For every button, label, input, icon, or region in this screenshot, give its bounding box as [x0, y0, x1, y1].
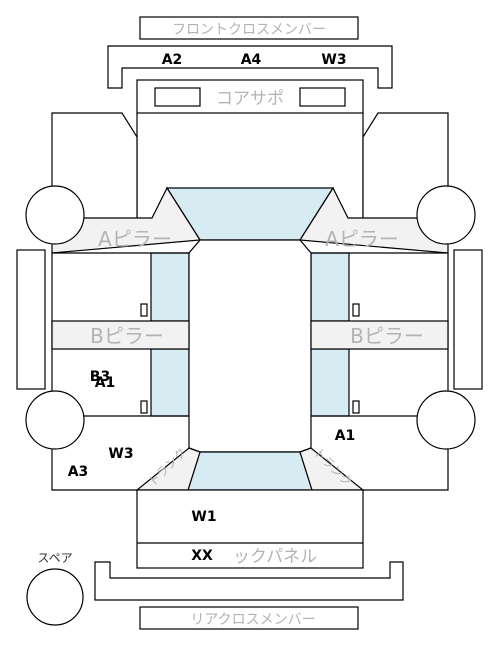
rear-left-mark-b3: B3	[90, 369, 110, 385]
back-mark-xx: XX	[191, 548, 213, 564]
roof	[188, 239, 312, 453]
core-support-label: コアサポ	[216, 89, 284, 109]
right-front-door-handle	[352, 303, 360, 317]
rear-right-wheel	[416, 390, 476, 450]
b-pillar-left-label: Bピラー	[90, 324, 164, 348]
right-door-glass-rear	[310, 348, 350, 417]
front-right-wheel	[416, 185, 476, 245]
a-pillar-right-band	[298, 186, 449, 254]
b-pillar-right-label: Bピラー	[350, 324, 424, 348]
rear-window	[187, 451, 313, 491]
rear-cross-member-bracket	[94, 561, 404, 601]
rear-left-mark-a1: A1	[95, 375, 116, 391]
b-pillar-right-band	[310, 320, 449, 350]
a-pillar-left-band	[51, 186, 202, 254]
rear-right-mark-a1: A1	[335, 428, 356, 444]
front-mark-w3: W3	[321, 52, 346, 68]
front-cross-member-box	[139, 16, 359, 40]
spare-wheel	[26, 568, 84, 626]
rear-cross-member-box	[139, 606, 359, 630]
back-panel-box	[136, 489, 364, 569]
left-door-glass-front	[150, 252, 190, 322]
left-front-door-handle	[140, 303, 148, 317]
back-panel-label: ックパネル	[233, 547, 317, 567]
left-rear-door-handle	[140, 400, 148, 414]
back-mark-w1: W1	[191, 509, 216, 525]
rear-cross-member-label: リアクロスメンバー	[190, 612, 315, 628]
right-rear-door-handle	[352, 400, 360, 414]
front-left-wheel	[25, 185, 85, 245]
left-side-step	[16, 249, 46, 390]
rear-left-mark-w3: W3	[108, 446, 133, 462]
rear-left-wheel	[25, 390, 85, 450]
front-mark-a4: A4	[241, 52, 262, 68]
spare-label: スペア	[37, 551, 72, 565]
b-pillar-left-band	[51, 320, 190, 350]
right-side-step	[453, 249, 483, 390]
front-cross-member-label: フロントクロスメンバー	[172, 22, 326, 38]
left-door-glass-rear	[150, 348, 190, 417]
right-door-glass-front	[310, 252, 350, 322]
front-cross-member-bracket	[107, 45, 393, 89]
front-mark-a2: A2	[162, 52, 183, 68]
a-pillar-left-label: Aピラー	[98, 227, 172, 251]
rear-left-mark-a3: A3	[68, 464, 89, 480]
core-support-right-slot	[299, 87, 346, 107]
a-pillar-right-label: Aピラー	[325, 227, 399, 251]
core-support-left-slot	[154, 87, 201, 107]
